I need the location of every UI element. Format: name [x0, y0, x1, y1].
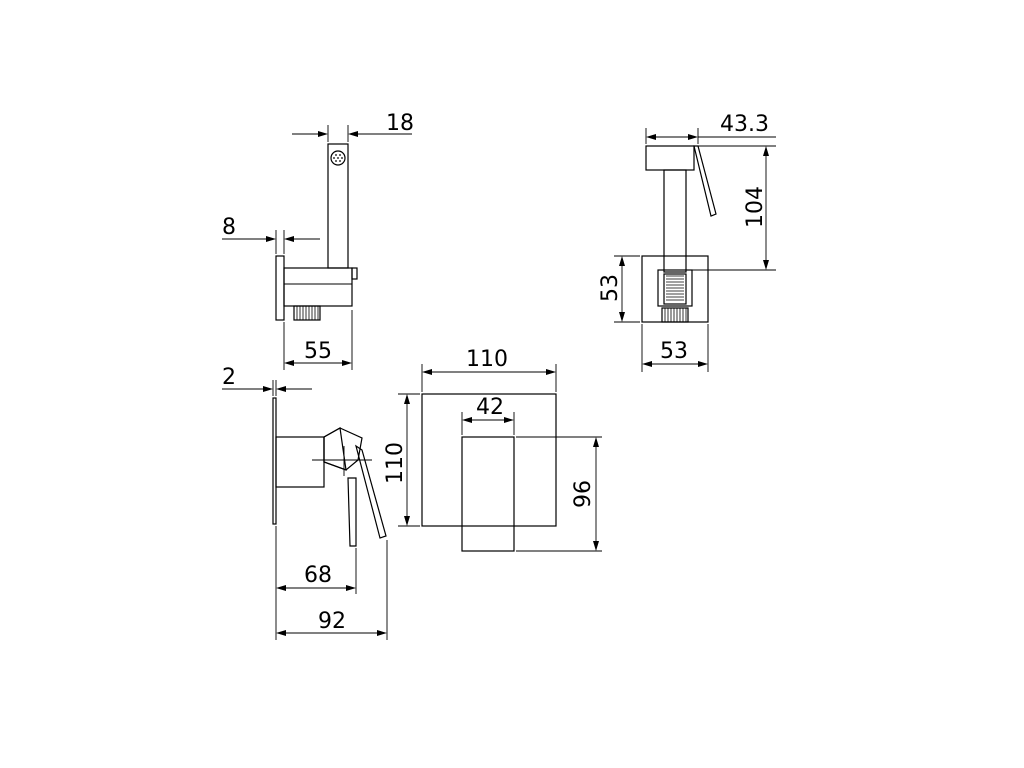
dim-label-18: 18 — [386, 111, 414, 136]
dim-label-53-horizontal: 53 — [660, 339, 688, 364]
dim-label-92: 92 — [318, 609, 346, 634]
mixer-lever-stem — [347, 477, 357, 547]
dim-label-110-vertical: 110 — [383, 442, 408, 484]
mixer-front-view: 110 42 110 96 — [383, 347, 602, 552]
holder-front-view: 43.3 104 53 53 — [598, 112, 776, 372]
dim-8: 8 — [222, 215, 320, 254]
dim-label-110-horizontal: 110 — [466, 347, 508, 372]
dim-110-vertical: 110 — [383, 393, 420, 527]
dim-43-3: 43.3 — [645, 112, 776, 144]
holder-base-square — [641, 255, 709, 323]
holder-thread-connector — [293, 305, 321, 321]
dim-label-53-vertical: 53 — [598, 274, 623, 302]
dim-42: 42 — [461, 395, 515, 435]
dim-label-104: 104 — [743, 186, 768, 228]
dim-label-96: 96 — [571, 480, 596, 508]
mixer-body — [275, 436, 325, 488]
dim-110-horizontal: 110 — [421, 347, 557, 392]
holder-front-stem — [663, 169, 687, 273]
holder-stem — [327, 143, 349, 269]
dim-label-42: 42 — [476, 395, 504, 420]
dim-104: 104 — [686, 145, 776, 271]
dim-18: 18 — [292, 111, 414, 142]
holder-lever — [693, 145, 717, 217]
front-thread-upper — [666, 275, 684, 301]
dim-68: 68 — [275, 526, 357, 640]
dim-53-vertical: 53 — [598, 255, 640, 323]
mixer-front-lever — [461, 436, 515, 552]
holder-wall-plate — [275, 255, 285, 321]
mixer-side-view: 2 68 92 — [222, 365, 388, 640]
mixer-front-plate — [421, 393, 557, 527]
dim-92: 92 — [276, 540, 388, 640]
holder-body — [283, 267, 353, 307]
dim-2: 2 — [222, 365, 312, 396]
dim-label-8: 8 — [222, 215, 236, 240]
dim-label-68: 68 — [304, 563, 332, 588]
dim-label-2: 2 — [222, 365, 236, 390]
dim-label-55: 55 — [304, 339, 332, 364]
dim-96: 96 — [516, 436, 602, 552]
holder-side-view: 18 8 55 — [222, 111, 414, 370]
spray-head-icon — [330, 150, 346, 166]
dim-label-43-3: 43.3 — [720, 112, 769, 137]
dim-55: 55 — [283, 310, 353, 370]
mixer-lever-diagonal — [355, 444, 387, 539]
front-thread-lower — [661, 307, 689, 323]
dim-53-horizontal: 53 — [641, 324, 709, 372]
holder-head-bar — [645, 145, 695, 171]
